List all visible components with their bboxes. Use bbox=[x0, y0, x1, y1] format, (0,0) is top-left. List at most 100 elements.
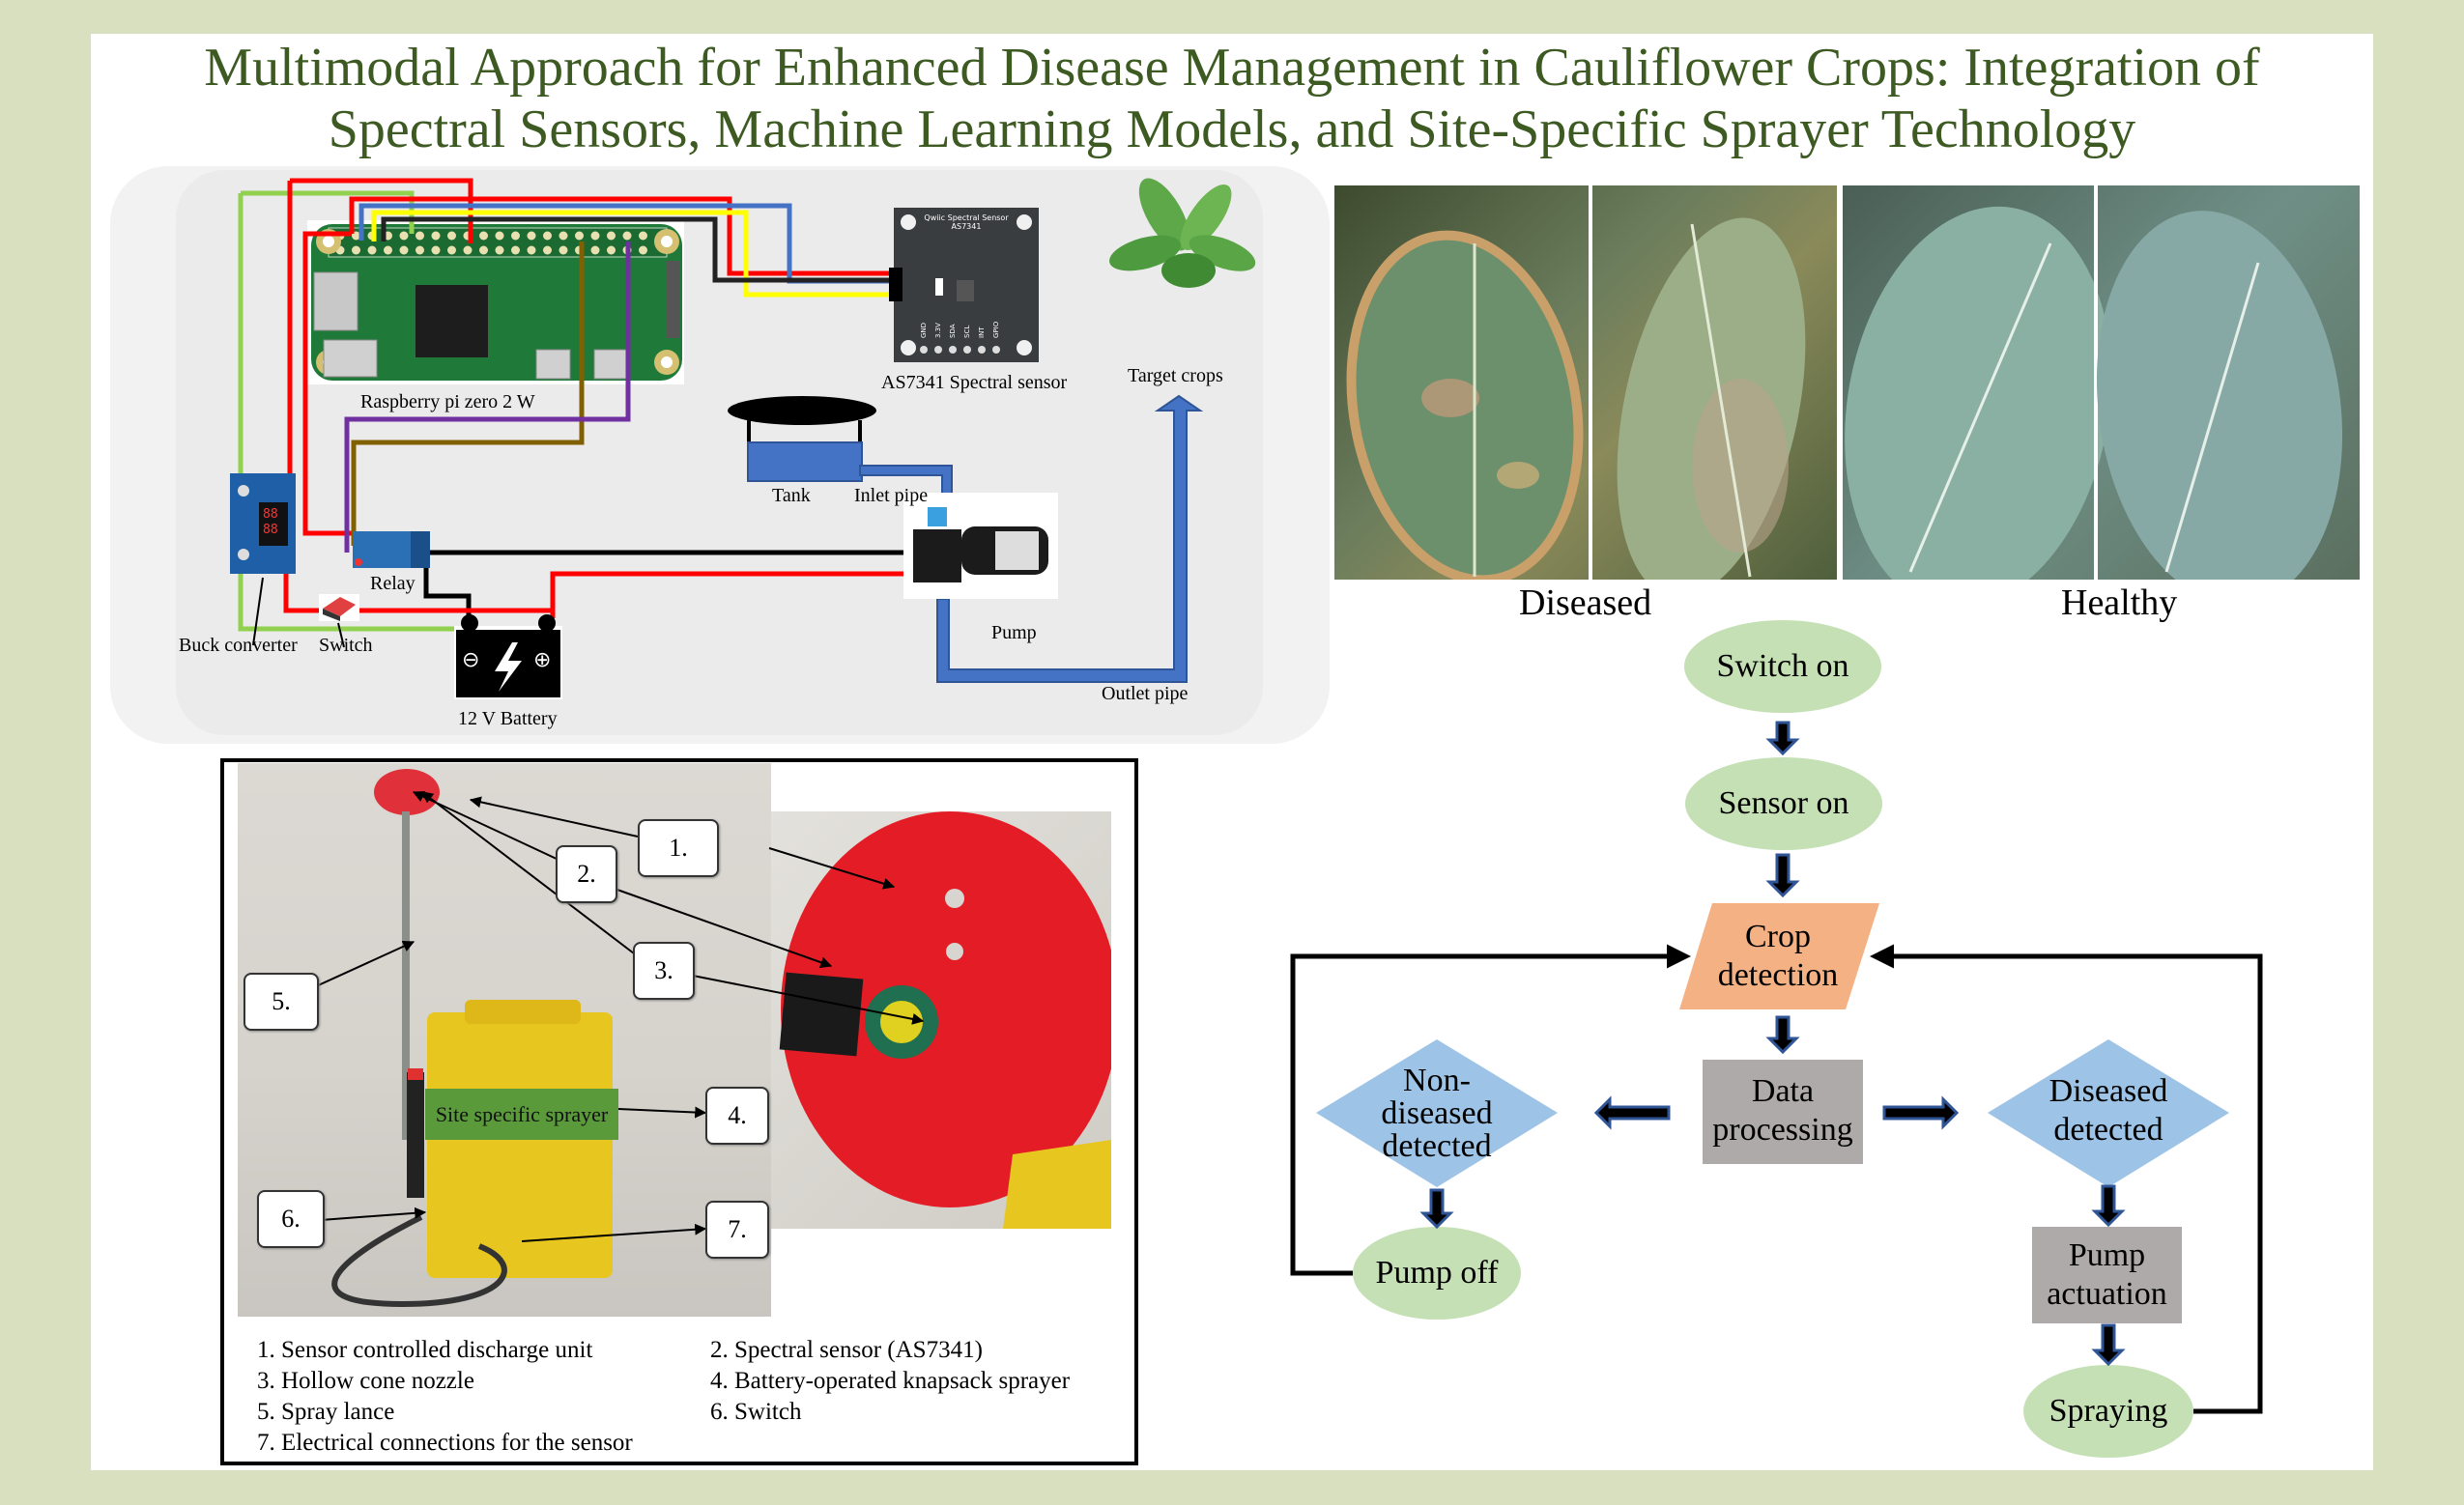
gpio-pin bbox=[352, 245, 360, 255]
label-relay: Relay bbox=[370, 573, 415, 594]
node-switch-on bbox=[1684, 620, 1881, 713]
gpio-pin bbox=[639, 245, 647, 255]
gpio-pin bbox=[367, 245, 377, 255]
gpio-pin bbox=[607, 231, 616, 241]
gpio-pin bbox=[479, 231, 488, 241]
callout-5-arrow bbox=[313, 941, 415, 988]
wire-brown bbox=[351, 241, 585, 546]
wires bbox=[238, 178, 966, 632]
callout-6: 6. bbox=[257, 1190, 325, 1248]
sensor-pin bbox=[949, 346, 957, 354]
gpio-pin bbox=[463, 245, 473, 255]
arrow-switch-to-sensor bbox=[1765, 721, 1800, 756]
callout-1: 1. bbox=[638, 819, 719, 877]
text-sensor-on: Sensor on bbox=[1718, 785, 1849, 821]
callout-4-arrow bbox=[617, 1106, 707, 1119]
gpio-pin bbox=[543, 231, 552, 241]
gpio-pin bbox=[479, 245, 488, 255]
gpio-pin bbox=[431, 231, 441, 241]
sensor-pin-label: SCL bbox=[963, 326, 971, 338]
wire-red-pump bbox=[550, 571, 966, 618]
sensor-pin-label: INT bbox=[978, 327, 986, 338]
arrow-diseased-to-actuation bbox=[2091, 1184, 2126, 1228]
wire-red-top bbox=[290, 178, 473, 243]
wire-yellow bbox=[371, 210, 899, 298]
gpio-pin bbox=[639, 231, 647, 241]
label-inlet-pipe: Inlet pipe bbox=[854, 485, 929, 506]
node-sensor-on bbox=[1685, 757, 1882, 850]
buck-pointer bbox=[252, 577, 264, 646]
wire-green-bottom bbox=[238, 572, 473, 632]
buck-converter: 88 88 bbox=[230, 473, 296, 574]
sensor-pin-label: 3.3V bbox=[934, 323, 942, 338]
wire-purple bbox=[344, 241, 631, 553]
legend-item-1: 1. Sensor controlled discharge unit bbox=[257, 1337, 593, 1363]
callout-3-arrow-b bbox=[687, 974, 925, 1025]
relay-module bbox=[353, 531, 430, 568]
gpio-pin bbox=[384, 245, 392, 255]
text-crop-detection: Crop detection bbox=[1717, 919, 1839, 993]
battery-12v: ⊖ ⊕ bbox=[454, 614, 562, 699]
node-data-processing bbox=[1703, 1060, 1863, 1164]
text-pump-off: Pump off bbox=[1375, 1255, 1499, 1291]
title-line-1: Multimodal Approach for Enhanced Disease… bbox=[204, 38, 2260, 98]
label-tank: Tank bbox=[772, 485, 811, 506]
gpio-pin bbox=[447, 245, 456, 255]
arrow-data-to-nondiseased bbox=[1593, 1095, 1671, 1130]
gpio-pin bbox=[511, 245, 520, 255]
gpio-pin bbox=[590, 231, 600, 241]
svg-text:88: 88 bbox=[263, 523, 278, 537]
gpio-pin bbox=[431, 245, 441, 255]
text-diseased: Diseased detected bbox=[2049, 1073, 2168, 1148]
wire-relay-battery bbox=[423, 565, 472, 618]
wire-red-sensor bbox=[349, 196, 899, 276]
legend-item-4: 4. Battery-operated knapsack sprayer bbox=[710, 1368, 1071, 1394]
node-non-diseased bbox=[1316, 1039, 1558, 1187]
text-pump-actuation: Pump actuation bbox=[2047, 1237, 2167, 1312]
label-switch: Switch bbox=[319, 635, 373, 656]
arrow-sensor-to-crop bbox=[1765, 853, 1800, 898]
discharge-unit-photo bbox=[771, 811, 1111, 1229]
gpio-pin bbox=[607, 245, 616, 255]
title-line-2: Spectral Sensors, Machine Learning Model… bbox=[328, 99, 2136, 159]
node-pump-off bbox=[1353, 1227, 1521, 1320]
poster-title: Multimodal Approach for Enhanced Disease… bbox=[91, 37, 2373, 160]
sensor-pin bbox=[934, 346, 942, 354]
callout-3: 3. bbox=[633, 942, 695, 1000]
sensor-pin-label: SDA bbox=[949, 324, 957, 338]
gpio-pin bbox=[495, 245, 504, 255]
wire-red-relay bbox=[302, 231, 356, 536]
sensor-board-model: AS7341 bbox=[952, 222, 982, 231]
wire-black bbox=[381, 216, 899, 283]
callout-3-arrow-a bbox=[421, 791, 635, 954]
gpio-pin bbox=[415, 245, 424, 255]
label-battery: 12 V Battery bbox=[458, 708, 558, 729]
label-spectral-sensor: AS7341 Spectral sensor bbox=[881, 372, 1068, 393]
arrow-nondiseased-to-pumpoff bbox=[1419, 1188, 1454, 1230]
legend-item-6: 6. Switch bbox=[710, 1399, 802, 1425]
legend-item-5: 5. Spray lance bbox=[257, 1399, 395, 1425]
sensor-pin-label: GPIO bbox=[992, 321, 1000, 338]
arrow-data-to-diseased bbox=[1882, 1095, 1960, 1130]
gpio-pin bbox=[415, 231, 424, 241]
gpio-pin bbox=[622, 231, 632, 241]
rocker-switch bbox=[319, 594, 359, 621]
text-non-diseased: Non- diseased detected bbox=[1381, 1062, 1493, 1164]
sensor-pin bbox=[978, 346, 986, 354]
loop-line-left bbox=[1290, 944, 1691, 1276]
gpio-pin bbox=[559, 245, 568, 255]
water-tank bbox=[728, 396, 876, 482]
gpio-pin bbox=[447, 231, 456, 241]
arrow-crop-to-data bbox=[1765, 1015, 1800, 1055]
callout-7-arrow bbox=[521, 1223, 707, 1242]
text-data-processing: Data processing bbox=[1712, 1073, 1853, 1148]
caption-healthy: Healthy bbox=[2061, 582, 2178, 623]
label-pump: Pump bbox=[991, 622, 1037, 643]
sensor-board-title: Qwiic Spectral Sensor bbox=[924, 213, 1009, 222]
gpio-pin bbox=[575, 231, 584, 241]
diseased-leaf-photo bbox=[1334, 185, 1837, 580]
label-outlet-pipe: Outlet pipe bbox=[1102, 683, 1189, 704]
callout-1-arrow-b bbox=[768, 847, 896, 890]
callout-5: 5. bbox=[244, 973, 319, 1031]
